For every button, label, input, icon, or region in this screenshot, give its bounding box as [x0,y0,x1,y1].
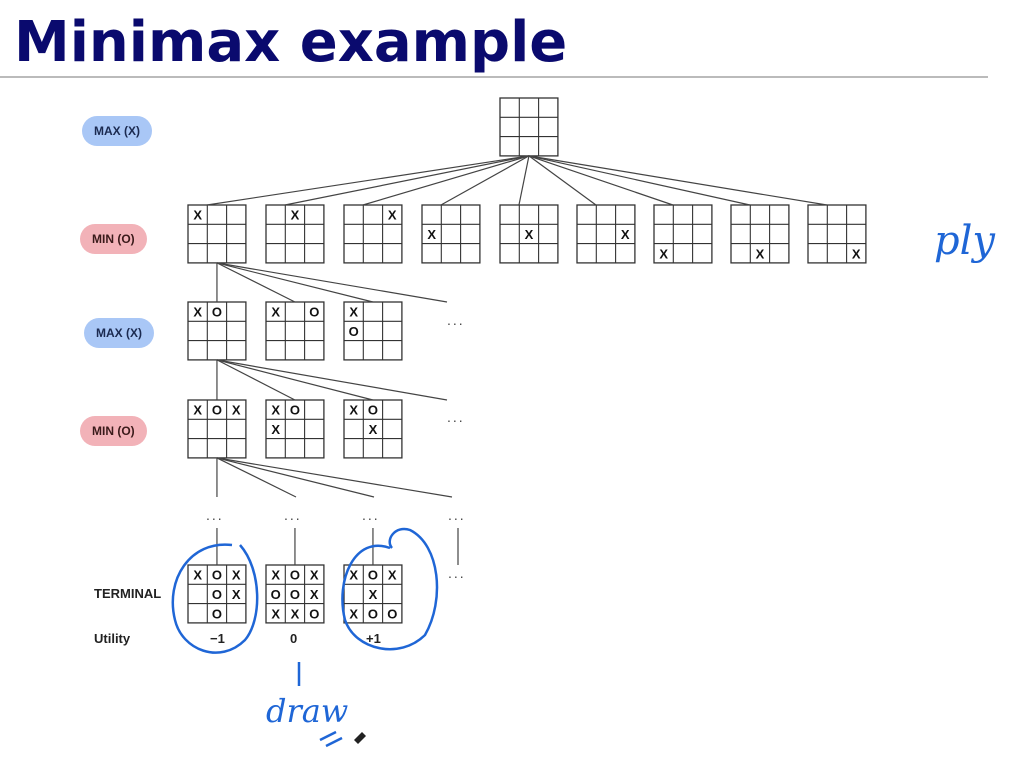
level2-board-3: XO [343,301,403,361]
terminal-label: TERMINAL [94,586,162,601]
svg-text:X: X [388,208,397,223]
handwritten-ply: ply [934,218,996,264]
svg-text:X: X [427,227,436,242]
svg-text:O: O [212,568,222,583]
svg-text:X: X [621,227,630,242]
svg-text:O: O [309,305,319,320]
svg-text:O: O [271,587,281,602]
svg-text:O: O [290,403,300,418]
level-label-max-1: MAX (X) [82,116,152,146]
svg-text:X: X [193,305,202,320]
level-label-min-2: MIN (O) [80,416,147,446]
level1-board-4: X [421,204,481,264]
svg-text:X: X [349,305,358,320]
level1-board-8: X [730,204,790,264]
title-divider [0,76,988,78]
svg-text:...: ... [448,565,466,581]
svg-text:O: O [212,403,222,418]
svg-text:X: X [271,606,280,621]
level1-board-1: X [187,204,247,264]
svg-text:O: O [368,403,378,418]
svg-text:X: X [232,403,241,418]
svg-text:...: ... [447,312,465,328]
utility-value-2: 0 [290,631,298,646]
svg-text:X: X [193,568,202,583]
level1-board-7: X [653,204,713,264]
svg-text:X: X [852,246,861,261]
level-label-max-2: MAX (X) [84,318,154,348]
level-label-min-1: MIN (O) [80,224,147,254]
svg-text:X: X [659,246,668,261]
svg-text:X: X [525,227,534,242]
svg-text:X: X [193,403,202,418]
svg-text:O: O [212,587,222,602]
svg-text:X: X [291,208,300,223]
svg-text:X: X [349,568,358,583]
svg-text:O: O [349,324,359,339]
svg-text:...: ... [284,507,302,523]
svg-text:O: O [368,606,378,621]
svg-text:X: X [310,568,319,583]
svg-text:...: ... [448,507,466,523]
level1-board-9: X [807,204,867,264]
svg-text:X: X [349,606,358,621]
svg-text:O: O [290,587,300,602]
svg-text:...: ... [447,409,465,425]
svg-text:X: X [271,305,280,320]
svg-text:X: X [271,403,280,418]
slide-title: Minimax example [14,10,568,75]
svg-text:X: X [232,568,241,583]
svg-text:X: X [271,422,280,437]
level1-board-2: X [265,204,325,264]
svg-text:O: O [309,606,319,621]
svg-text:X: X [756,246,765,261]
svg-text:X: X [271,568,280,583]
pen-cursor-icon [354,732,366,744]
handwritten-draw: draw [266,692,348,730]
svg-text:X: X [193,208,202,223]
svg-text:...: ... [362,507,380,523]
level1-board-5: X [499,204,559,264]
utility-value-1: −1 [210,631,225,646]
svg-text:O: O [212,305,222,320]
svg-text:X: X [369,587,378,602]
svg-text:X: X [291,606,300,621]
handwritten-draw-mark [297,662,343,748]
handwritten-circle-win [341,527,439,651]
level1-board-3: X [343,204,403,264]
svg-text:...: ... [206,507,224,523]
utility-value-3: +1 [366,631,381,646]
svg-text:O: O [368,568,378,583]
svg-text:X: X [349,403,358,418]
svg-text:X: X [232,587,241,602]
root-board [499,97,559,157]
svg-text:X: X [388,568,397,583]
level1-board-6: X [576,204,636,264]
svg-text:O: O [387,606,397,621]
utility-label: Utility [94,631,131,646]
handwritten-circle-loss [171,543,259,654]
svg-text:X: X [310,587,319,602]
svg-text:O: O [290,568,300,583]
svg-text:O: O [212,606,222,621]
svg-text:X: X [369,422,378,437]
